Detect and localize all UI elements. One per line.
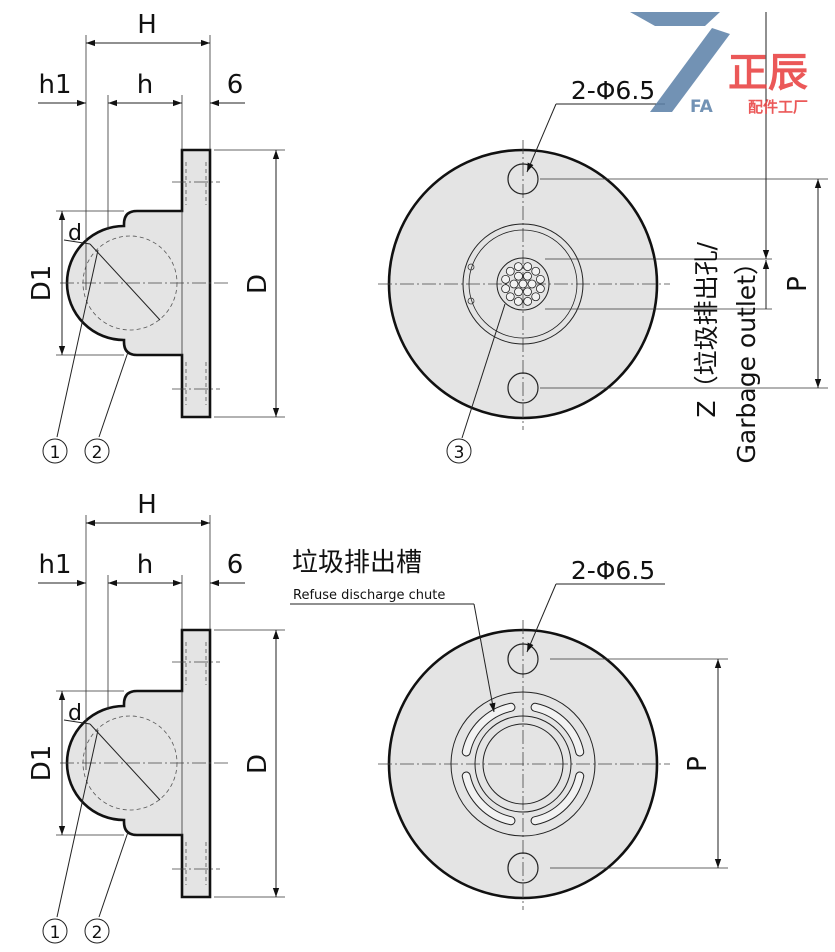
chute-outer-ring: [450, 691, 596, 837]
outlet-hole: [535, 284, 545, 294]
ball-cup-outer: [462, 223, 584, 345]
chute-slot: [461, 771, 516, 826]
outlet-hole: [523, 296, 533, 306]
logo-bar-icon: [630, 12, 720, 26]
callout-3-circle: [446, 438, 472, 464]
h1-label: h1: [38, 550, 71, 580]
D1-label: D1: [27, 265, 57, 302]
outlet-hole: [523, 271, 532, 281]
watermark-logo: 正辰 FA 配件工厂: [630, 12, 808, 117]
D-label: D: [243, 754, 273, 774]
D1-label: D1: [27, 745, 57, 782]
callout-2-label: 2: [92, 923, 103, 943]
d-label: d: [68, 701, 82, 726]
outlet-label-line1: Z（垃圾排出孔/: [692, 241, 721, 417]
logo-brand-cn: 正辰: [728, 50, 808, 96]
screw-icon: [467, 263, 475, 271]
mounting-hole-top: [507, 163, 539, 195]
ball-cup-inner: [468, 229, 578, 339]
callout-1-leader: [56, 729, 99, 918]
outlet-hole: [523, 262, 533, 272]
side-body-outline: [65, 148, 212, 419]
h-label: h: [137, 550, 153, 580]
outlet-hole: [518, 279, 528, 289]
outlet-hole: [501, 284, 511, 294]
chute-slot: [530, 702, 585, 757]
P-label: P: [683, 756, 713, 772]
callout-2-circle: [84, 438, 110, 464]
logo-fa: FA: [690, 97, 714, 117]
logo-slash-icon: [650, 28, 730, 112]
chute-slot: [461, 702, 516, 757]
callout-2-leader: [98, 831, 129, 918]
outlet-label-line2: Garbage outlet）: [732, 250, 761, 463]
callout-2-leader: [98, 351, 129, 438]
chute-label-cn: 垃圾排出槽: [292, 548, 422, 578]
outlet-hole: [514, 287, 523, 297]
hole-label: 2-Φ6.5: [571, 556, 655, 585]
top-side-view: H h1 h 6 d D1 D 1 2: [27, 10, 285, 464]
ball-cup-inner: [482, 723, 564, 805]
callout-1-label: 1: [50, 443, 61, 463]
outlet-hole: [527, 279, 537, 289]
callout-2-label: 2: [92, 443, 103, 463]
outlet-hole: [523, 287, 532, 297]
refuse-chute-slots: [461, 702, 585, 826]
h-label: h: [137, 70, 153, 100]
garbage-outlet-holes: [501, 262, 545, 306]
callout-1-leader: [56, 249, 99, 438]
outlet-hole: [505, 266, 515, 276]
top-front-view: 2-Φ6.5 P 3 Z（垃圾排出孔/ Garbage outlet）: [378, 12, 828, 464]
H-label: H: [137, 10, 157, 40]
hole-leader: [526, 583, 557, 653]
d-leader: [89, 243, 161, 321]
outlet-cluster-boundary: [496, 257, 550, 311]
mounting-hole-bottom: [507, 852, 539, 884]
ball-cup-outer: [474, 715, 572, 813]
callout-3-label: 3: [454, 443, 465, 463]
d-leader: [89, 723, 161, 801]
mounting-hole-bottom: [507, 372, 539, 404]
six-label: 6: [227, 550, 244, 580]
P-label: P: [783, 276, 813, 292]
screw-icon: [467, 297, 475, 305]
logo-sub: 配件工厂: [748, 98, 808, 116]
mounting-hole-top: [507, 643, 539, 675]
chute-label-en: Refuse discharge chute: [293, 588, 445, 603]
d-label: d: [68, 221, 82, 246]
callout-3-leader: [461, 303, 506, 439]
outlet-hole: [531, 266, 541, 276]
callout-2-circle: [84, 918, 110, 944]
outlet-hole: [513, 296, 523, 306]
callout-1-circle: [42, 918, 68, 944]
outlet-hole: [505, 292, 515, 302]
outlet-hole: [535, 274, 545, 284]
callout-1-label: 1: [50, 923, 61, 943]
side-body-outline: [65, 628, 212, 899]
outlet-hole: [531, 292, 541, 302]
bottom-side-view: H h1 h 6 d D1 D 1 2: [27, 490, 285, 944]
outlet-hole: [501, 274, 511, 284]
outlet-hole: [509, 279, 519, 289]
D-label: D: [243, 274, 273, 294]
chute-slot: [530, 771, 585, 826]
h1-label: h1: [38, 70, 71, 100]
six-label: 6: [227, 70, 244, 100]
bottom-front-view: 2-Φ6.5 P 垃圾排出槽 Refuse discharge chute: [290, 548, 728, 910]
outlet-hole: [514, 271, 523, 281]
H-label: H: [137, 490, 157, 520]
callout-1-circle: [42, 438, 68, 464]
chute-leader: [473, 603, 496, 713]
hole-label: 2-Φ6.5: [571, 76, 655, 105]
hole-leader: [526, 103, 557, 173]
outlet-hole: [513, 262, 523, 272]
